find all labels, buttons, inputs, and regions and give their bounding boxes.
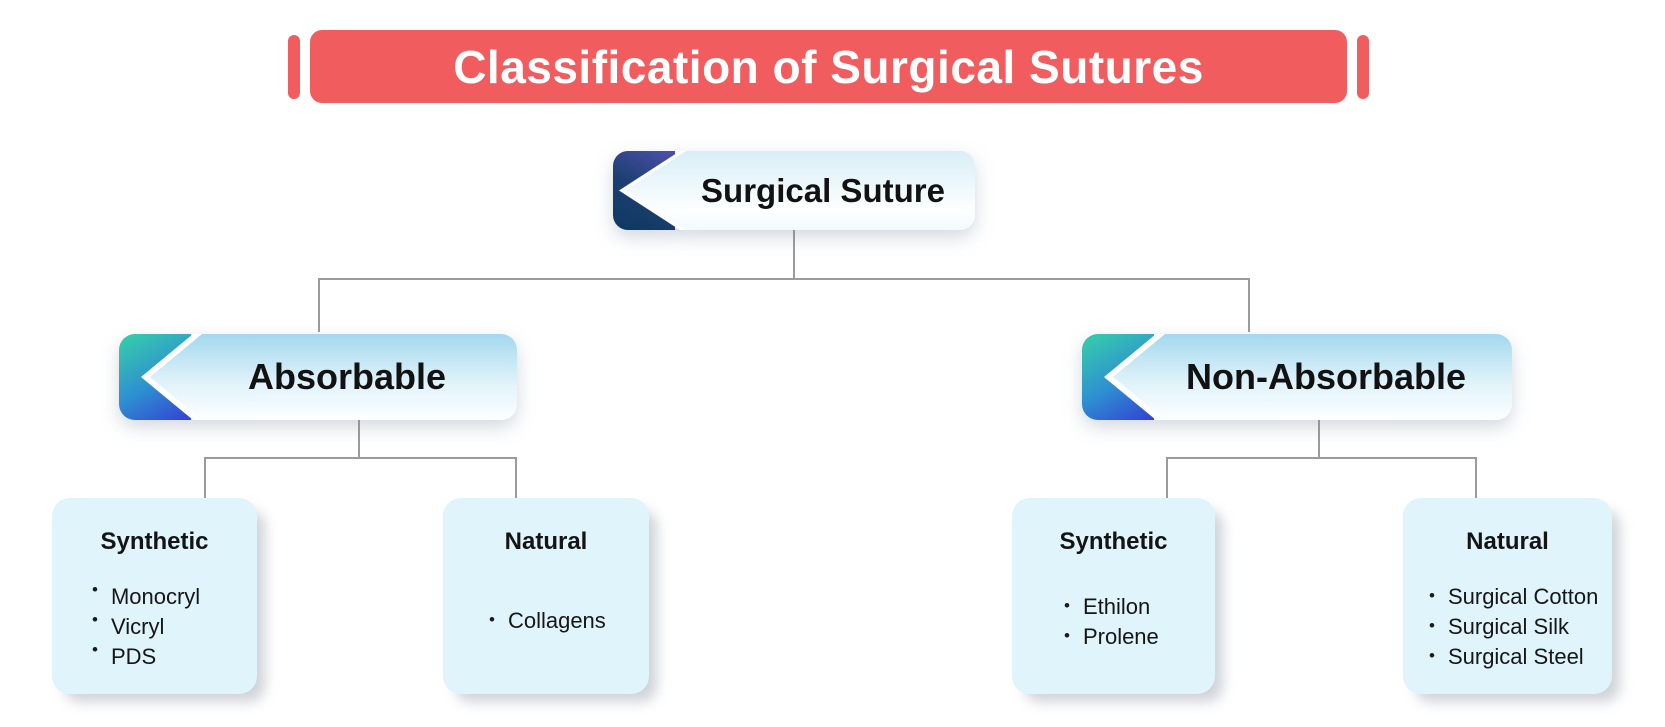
list-item-label: Ethilon [1082,594,1151,619]
card-title: Synthetic [100,528,209,555]
leaf-card-non-absorbable-synthetic: Synthetic • Ethilon • Prolene [1012,498,1215,694]
title-accent-bar-right [1357,35,1369,99]
root-node-body [625,151,975,230]
card-list: • Monocryl • Vicryl • PDS [52,580,257,672]
title-accent-bar-left [288,35,300,99]
card-title: Synthetic [1059,528,1168,555]
connector-drop-abs-synthetic [204,457,206,498]
branch-node-label: Non-Absorbable [1185,356,1466,397]
bullet-icon: • [1429,586,1435,605]
page-title: Classification of Surgical Sutures [453,40,1204,93]
card-list: • Surgical Cotton • Surgical Silk • Surgica… [1403,582,1612,672]
branch-node-absorbable: Absorbable [119,334,517,420]
bullet-icon: • [1064,596,1070,615]
connector-non-absorbable-stem [1318,420,1320,457]
list-item-label: Collagens [507,608,606,633]
root-node-label: Surgical Suture [701,171,945,209]
list-item: • Prolene [1064,622,1215,652]
connector-drop-nonabs-natural [1475,457,1477,498]
connector-absorbable-stem [358,420,360,457]
list-item: • Ethilon [1064,592,1215,622]
card-list: • Ethilon • Prolene [1012,592,1215,652]
root-node: Surgical Suture [613,151,975,230]
branch-node-body [1113,334,1512,420]
connector-drop-abs-natural [515,457,517,498]
list-item: • PDS [92,640,257,672]
list-item-label: Surgical Steel [1447,644,1584,669]
title-banner: Classification of Surgical Sutures [310,30,1347,103]
connector-drop-non-absorbable [1248,278,1250,332]
connector-drop-absorbable [318,278,320,332]
connector-non-absorbable-rail [1166,457,1477,459]
connector-root-stem [793,230,795,278]
bullet-icon: • [92,640,98,659]
list-item: • Monocryl [92,580,257,612]
list-item-label: Vicryl [110,614,165,639]
list-item-label: Prolene [1082,624,1159,649]
branch-node-non-absorbable: Non-Absorbable [1082,334,1512,420]
list-item-label: PDS [110,644,157,669]
bullet-icon: • [1429,646,1435,665]
branch-node-label: Absorbable [247,356,447,397]
list-item: • Surgical Silk [1429,612,1612,642]
leaf-card-non-absorbable-natural: Natural • Surgical Cotton • Surgical Silk … [1403,498,1612,694]
branch-node-body [150,334,517,420]
bullet-icon: • [1064,626,1070,645]
leaf-card-absorbable-synthetic: Synthetic • Monocryl • Vicryl • PDS [52,498,257,694]
bullet-icon: • [1429,616,1435,635]
card-title: Natural [1466,528,1549,555]
connector-level1-rail [318,278,1250,280]
list-item: • Surgical Steel [1429,642,1612,672]
bullet-icon: • [489,610,495,629]
list-item-label: Surgical Cotton [1447,584,1599,609]
card-title: Natural [504,528,588,555]
list-item: • Collagens [489,606,649,636]
list-item: • Vicryl [92,610,257,642]
bullet-icon: • [92,580,98,599]
bullet-icon: • [92,610,98,629]
connector-absorbable-rail [204,457,517,459]
list-item: • Surgical Cotton [1429,582,1612,612]
list-item-label: Monocryl [110,584,201,609]
connector-drop-nonabs-synthetic [1166,457,1168,498]
list-item-label: Surgical Silk [1447,614,1569,639]
card-list: • Collagens [443,606,649,636]
leaf-card-absorbable-natural: Natural • Collagens [443,498,649,694]
